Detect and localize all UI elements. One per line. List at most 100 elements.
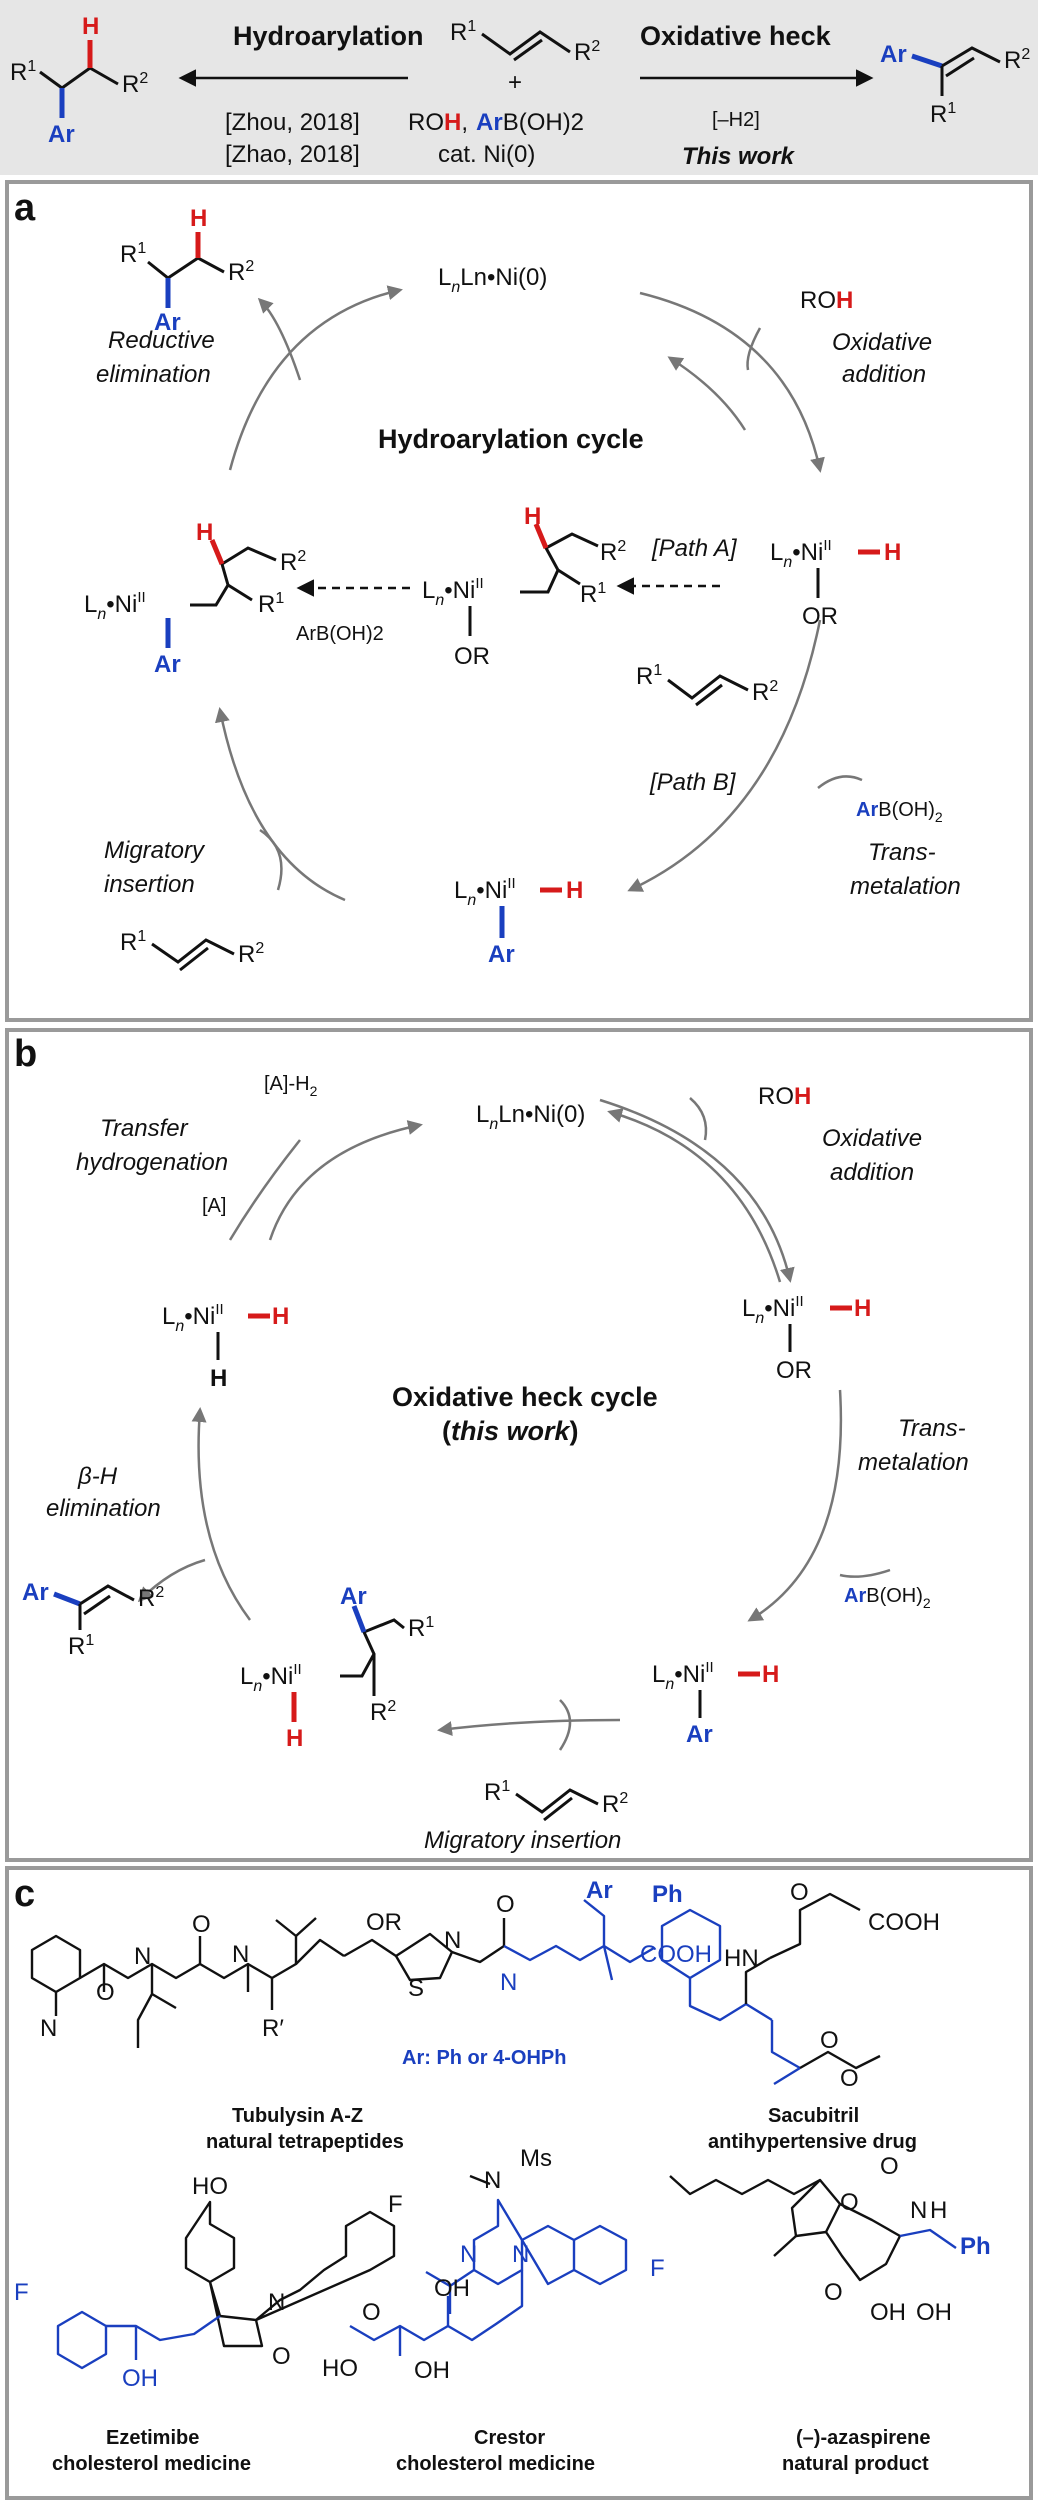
arc-b-out (137, 1558, 206, 1603)
arboh2-b: ArB(OH)2 (844, 1585, 931, 1611)
arc-reductive-out (257, 297, 302, 381)
tub-nh-1: N (134, 1943, 151, 1970)
ni-hydride-alkoxide-b: Ln•NiII H OR (742, 1293, 871, 1384)
ref-zhou: [Zhou, 2018] (225, 109, 360, 136)
eze-n: N (268, 2289, 285, 2316)
panel-c: c N O N O N R′ OR S (5, 1866, 1033, 2500)
arc-b-transmetalation (747, 1389, 843, 1622)
hydroarylation-cycle-title: Hydroarylation cycle (378, 424, 644, 454)
h-label: H (196, 519, 213, 546)
r1-label: R1 (580, 580, 606, 608)
transmetalation-1: Trans- (868, 839, 936, 866)
transmetalation-b-2: metalation (858, 1449, 969, 1476)
ar-label: Ar (48, 121, 75, 148)
r2-label: R2 (600, 538, 626, 566)
ar-label: Ar (488, 941, 515, 968)
tub-or: OR (366, 1909, 402, 1936)
r2-label: R2 (602, 1790, 628, 1818)
panel-c-letter: c (14, 1873, 35, 1915)
r2-label: R2 (280, 548, 306, 576)
sacubitril-structure: Ph HN O COOH O O (652, 1879, 940, 2092)
eze-ho: HO (192, 2173, 228, 2200)
cre-ms: Ms (520, 2145, 552, 2172)
arc-roh-in (746, 327, 762, 371)
ezetimibe-desc: cholesterol medicine (52, 2453, 251, 2475)
roh-b: ROH (758, 1083, 811, 1110)
sac-o-2: O (820, 2027, 839, 2054)
arc-transmetalation (627, 619, 822, 892)
panel-a: a LnLn•Ni(0) ROH Oxidative addition Redu… (5, 180, 1033, 1022)
cre-ho: HO (322, 2355, 358, 2382)
this-work-label: This work (682, 143, 796, 170)
this-work-paren: (this work) (442, 1416, 579, 1446)
transmetalation-2: metalation (850, 873, 961, 900)
sac-cooh: COOH (868, 1909, 940, 1936)
tub-n-thiazole: N (444, 1927, 461, 1954)
r1-label: R1 (258, 590, 284, 618)
ni0-b: LnLn•Ni(0) (476, 1101, 585, 1133)
oxidative-b-1: Oxidative (822, 1125, 922, 1152)
h-label: H (854, 1295, 871, 1322)
header-background (0, 0, 1038, 175)
path-b-label: [Path B] (649, 769, 737, 796)
beta-1: β-H (77, 1463, 118, 1490)
oxidative-heck-cycle-title: Oxidative heck cycle (392, 1382, 658, 1412)
r2-label: R2 (138, 1584, 164, 1612)
cre-o: O (362, 2299, 381, 2326)
ezetimibe-structure: HO F F OH N O (14, 2173, 403, 2392)
a-h2: [A]-H2 (264, 1073, 318, 1099)
migratory-1: Migratory (104, 837, 206, 864)
ni-alkyl-hydride-b: Ln•NiII H Ar R1 R2 (240, 1583, 434, 1752)
cre-n-2: N (512, 2241, 529, 2268)
sac-o-3: O (840, 2065, 859, 2092)
arc-oxidative-addition (639, 291, 825, 473)
panel-a-border (5, 180, 1033, 1022)
tub-s: S (408, 1975, 424, 2002)
minus-h2: [–H2] (712, 109, 760, 131)
arc-b-a (228, 1139, 301, 1241)
r1-label: R1 (484, 1778, 510, 1806)
or-label: OR (776, 1357, 812, 1384)
r2-label: R2 (228, 258, 254, 286)
eze-f-2: F (14, 2279, 29, 2306)
ar-label: Ar (22, 1579, 49, 1606)
oxidative-heck-heading: Oxidative heck (640, 21, 832, 51)
transfer-1: Transfer (100, 1115, 189, 1142)
tub-cooh: COOH (640, 1941, 712, 1968)
oxidative-b-2: addition (830, 1159, 914, 1186)
arc-b-arb (839, 1568, 891, 1578)
h-label: H (286, 1725, 303, 1752)
path-a-label: [Path A] (651, 535, 738, 562)
tub-o-1: O (96, 1979, 115, 2006)
h-label: H (524, 503, 541, 530)
panel-a-product: R1 Ar H R2 (120, 205, 254, 336)
ni-dihydride: Ln•NiII H H (162, 1301, 289, 1392)
alkene-migratory: R1 R2 (120, 928, 264, 972)
migratory-2: insertion (104, 871, 195, 898)
or-label: OR (454, 643, 490, 670)
ni-alkyl-alkoxide-intermediate: Ln•NiII OR H R1 R2 (422, 503, 626, 670)
arc-b-reverse (607, 1108, 782, 1283)
tub-o-3: O (496, 1891, 515, 1918)
beta-2: elimination (46, 1495, 161, 1522)
sacubitril-name: Sacubitril (768, 2105, 859, 2127)
ref-zhao: [Zhao, 2018] (225, 141, 360, 168)
ni-label: Ln•NiII (422, 575, 484, 609)
migratory-b: Migratory insertion (424, 1827, 621, 1854)
arc-alkene-in (259, 828, 283, 891)
arboh2-path-a: ArB(OH)2 (296, 623, 384, 645)
tub-o-2: O (192, 1911, 211, 1938)
tubulysin-ar-note: Ar: Ph or 4-OHPh (402, 2047, 566, 2069)
arc-b-transfer (268, 1120, 423, 1241)
eze-o: O (272, 2343, 291, 2370)
sacubitril-desc: antihypertensive drug (708, 2131, 917, 2153)
ni-label: Ln•NiII (240, 1661, 302, 1695)
crestor-desc: cholesterol medicine (396, 2453, 595, 2475)
r2-label: R2 (370, 1698, 396, 1726)
tub-n-2: N (232, 1941, 249, 1968)
aza-o-2: O (824, 2279, 843, 2306)
plus-sign: + (508, 69, 522, 96)
ni-label: Ln•NiII (84, 589, 146, 623)
h-label-red: H (272, 1303, 289, 1330)
arc-b-roh (689, 1097, 708, 1141)
